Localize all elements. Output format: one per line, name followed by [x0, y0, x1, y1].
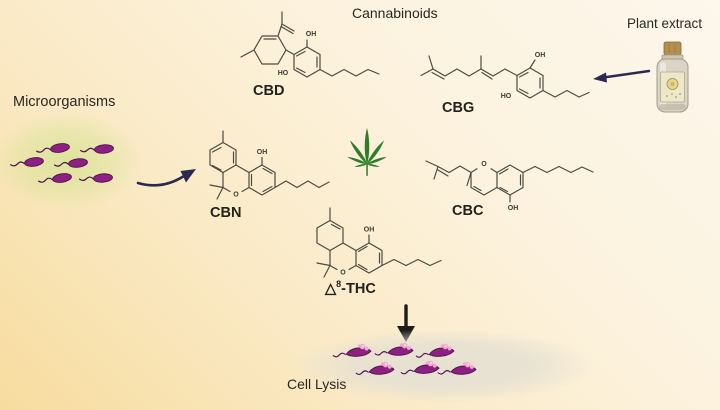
microorganisms-to-cbn-arrow-icon: [136, 169, 196, 187]
cbg-ho-label: HO: [501, 93, 512, 100]
thc-suffix: -THC: [341, 280, 376, 297]
cbg-structure: OH HO: [420, 52, 590, 100]
cbc-name: CBC: [452, 203, 484, 219]
cell-lysis-label: Cell Lysis: [287, 376, 347, 392]
cbd-ho-label: HO: [278, 70, 289, 77]
cbg-name: CBG: [442, 100, 475, 116]
lysed-cell-icon: [331, 342, 372, 360]
extract-to-cbg-arrow-icon: [593, 69, 651, 83]
lysed-cell-icon: [373, 341, 414, 358]
thc-oh-label: OH: [364, 227, 375, 234]
bacteria-group-icon: [9, 141, 115, 187]
cbc-oh-label: OH: [508, 205, 519, 212]
bacteria-icon: [53, 157, 89, 171]
lysed-cell-icon: [399, 359, 440, 377]
bacteria-icon: [35, 141, 71, 157]
lysed-cell-icon: [414, 342, 455, 360]
cbd-structure: OH HO: [240, 11, 380, 78]
cbn-name: CBN: [210, 205, 242, 221]
bacteria-icon: [79, 143, 115, 156]
cbd-name: CBD: [253, 83, 285, 99]
cbd-oh-label: OH: [306, 31, 317, 38]
cbc-structure: O OH: [425, 160, 594, 212]
cbn-structure: O OH: [209, 130, 330, 200]
figure-title: Cannabinoids: [352, 5, 438, 21]
extract-bottle-icon: [656, 41, 689, 113]
cbc-o-label: O: [481, 161, 487, 168]
lysed-cells-icon: [331, 341, 477, 377]
thc-o-label: O: [340, 270, 346, 277]
lysis-dish: [294, 329, 594, 403]
bacteria-icon: [37, 171, 73, 187]
bacteria-icon: [78, 172, 114, 185]
plant-extract-label: Plant extract: [627, 16, 703, 31]
cannabis-leaf-icon: [347, 128, 387, 176]
lysed-cell-icon: [436, 360, 477, 377]
bottle-cork: [663, 41, 682, 56]
cbn-oh-label: OH: [257, 149, 268, 156]
lysed-cell-icon: [354, 360, 395, 377]
bacteria-icon: [9, 155, 45, 171]
delta-glyph: △: [325, 280, 337, 297]
microorganisms-label: Microorganisms: [13, 94, 116, 110]
cbg-oh-label: OH: [535, 52, 546, 59]
delta-superscript: 8: [336, 279, 342, 289]
delta8-thc-structure: O OH: [316, 207, 442, 278]
cbn-o-label: O: [233, 192, 239, 199]
delta8-thc-name: △8-THC: [325, 279, 376, 297]
